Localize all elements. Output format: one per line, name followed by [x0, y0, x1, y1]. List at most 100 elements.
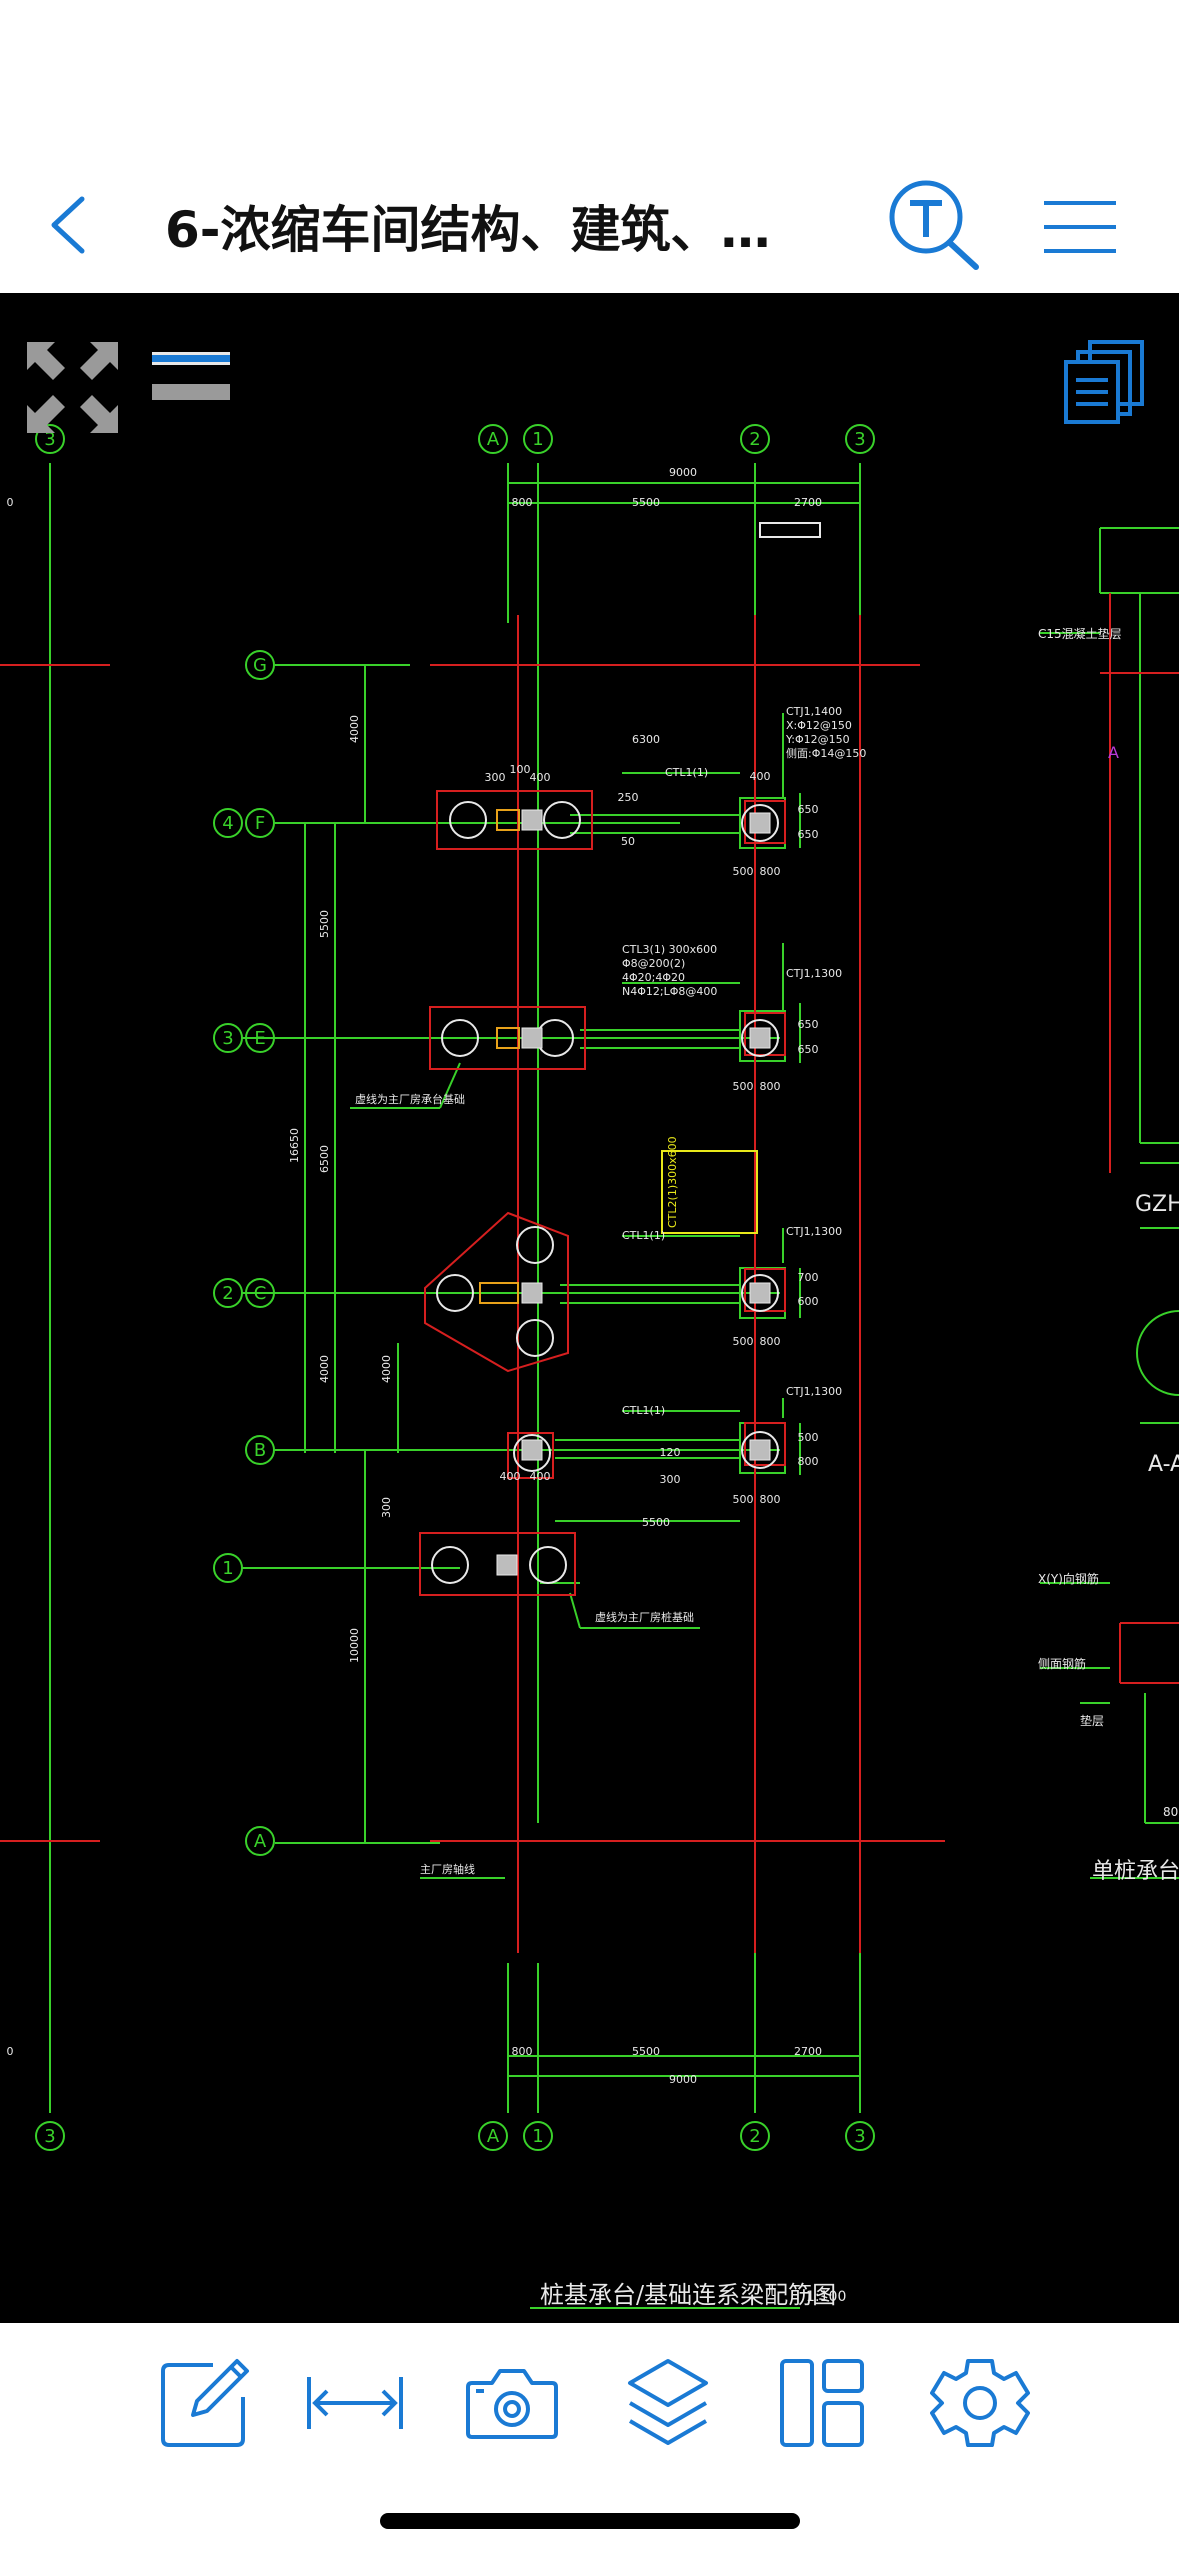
dim-800-b: 800 [760, 1080, 781, 1093]
dim-800-a: 800 [760, 865, 781, 878]
axis-row-g: G [253, 655, 267, 676]
text-search-icon [889, 180, 979, 270]
menu-button[interactable] [1040, 195, 1120, 260]
text-search-button[interactable] [880, 175, 990, 275]
drawing-canvas[interactable]: 3 A 1 2 3 G 4 F 3 E 2 C B 1 A 3 A 1 2 3 … [0, 293, 1179, 2323]
cap-x-rebar: X:Φ12@150 [786, 719, 852, 732]
dim-left-10000: 10000 [348, 1628, 361, 1663]
dim-bottom-total: 9000 [669, 2073, 697, 2086]
dim-500-a: 500 [733, 865, 754, 878]
dim-100: 100 [510, 763, 531, 776]
dim-top-2700: 2700 [794, 496, 822, 509]
dim-400-c: 400 [500, 1470, 521, 1483]
beam-ctl1-b: CTL1(1) [622, 1404, 665, 1417]
sheets-button[interactable] [1062, 338, 1147, 426]
dim-left-0-bottom: 0 [7, 2045, 14, 2058]
cap-ctj1-1300-e: CTJ1,1300 [786, 967, 842, 980]
dim-120: 120 [660, 1446, 681, 1459]
dim-left-4000-b: 4000 [318, 1355, 331, 1383]
beam-ctl2-label: CTL2(1)300x600 [666, 1136, 679, 1228]
axis-row-c: C [254, 1283, 267, 1304]
axis-col-1-top: 1 [532, 429, 543, 450]
dim-650-d: 650 [798, 1043, 819, 1056]
dim-bottom-800: 800 [512, 2045, 533, 2058]
markup-button[interactable] [155, 2353, 255, 2453]
layout-lines-icon [152, 352, 230, 400]
cap-ctj1-1300-c: CTJ1,1300 [786, 1225, 842, 1238]
back-button[interactable] [40, 185, 110, 265]
note-dashed-piles: 虚线为主厂房桩基础 [595, 1610, 694, 1624]
dim-600: 600 [798, 1295, 819, 1308]
dim-250: 250 [618, 791, 639, 804]
dim-300-b: 300 [660, 1473, 681, 1486]
top-bar: 6-浓缩车间结构、建筑、… [0, 0, 1179, 293]
cap-y-rebar: Y:Φ12@150 [785, 733, 850, 746]
dim-700: 700 [798, 1271, 819, 1284]
cad-drawing: 3 A 1 2 3 G 4 F 3 E 2 C B 1 A 3 A 1 2 3 … [0, 424, 1179, 2309]
dim-top-5500: 5500 [632, 496, 660, 509]
cap-ctj1-1400: CTJ1,1400 [786, 705, 842, 718]
axis-col-3-bottom-left: 3 [44, 2126, 55, 2147]
axis-col-3-top: 3 [854, 429, 865, 450]
dim-left-6500: 6500 [318, 1145, 331, 1173]
dim-left-4000-a: 4000 [348, 715, 361, 743]
detail-a-mark: A [1108, 743, 1119, 762]
dim-400-d: 400 [530, 1470, 551, 1483]
measure-button[interactable] [305, 2353, 405, 2453]
axis-col-2-bottom: 2 [749, 2126, 760, 2147]
dim-800-c: 800 [760, 1335, 781, 1348]
settings-button[interactable] [930, 2353, 1030, 2453]
expand-arrows-icon [27, 342, 118, 433]
axis-col-a-top: A [487, 429, 500, 450]
layers-button[interactable] [618, 2353, 718, 2453]
layout-toggle-button[interactable] [150, 348, 232, 403]
dim-400-a: 400 [530, 771, 551, 784]
camera-icon [466, 2369, 558, 2439]
detail-side-rebar: 侧面钢筋 [1038, 1656, 1086, 1671]
dim-650-c: 650 [798, 1018, 819, 1031]
detail-gzh-label: GZH [1135, 1192, 1179, 1217]
bottom-toolbar [0, 2323, 1179, 2556]
dim-650-a: 650 [798, 803, 819, 816]
beam-ctl3-side: N4Φ12;LΦ8@400 [622, 985, 717, 998]
dim-left-16650: 16650 [288, 1128, 301, 1163]
hamburger-menu-icon [1044, 201, 1116, 253]
dim-500-d: 500 [733, 1493, 754, 1506]
beam-ctl1-c: CTL1(1) [622, 1229, 665, 1242]
axis-row-2: 2 [222, 1283, 233, 1304]
axis-row-f: F [255, 813, 265, 834]
dim-800-d: 800 [760, 1493, 781, 1506]
dim-5500-mid: 5500 [642, 1516, 670, 1529]
dim-500-c: 500 [733, 1335, 754, 1348]
dim-top-total: 9000 [669, 466, 697, 479]
cap-side-rebar: 侧面:Φ14@150 [786, 747, 866, 760]
dim-300: 300 [485, 771, 506, 784]
dim-left-300: 300 [380, 1497, 393, 1518]
beam-ctl3-bars: 4Φ20;4Φ20 [622, 971, 685, 984]
axis-row-a: A [254, 1831, 267, 1852]
detail-c15-label: C15混凝土垫层 [1038, 626, 1122, 641]
axis-row-e: E [254, 1028, 265, 1049]
camera-button[interactable] [462, 2353, 562, 2453]
home-indicator [380, 2513, 800, 2529]
note-main-axis: 主厂房轴线 [420, 1862, 475, 1876]
detail-aa-label: A-A [1148, 1452, 1179, 1477]
beam-ctl3-stirrup: Φ8@200(2) [622, 957, 685, 970]
chevron-left-icon [51, 196, 85, 254]
axis-col-1-bottom: 1 [532, 2126, 543, 2147]
dim-500-b: 500 [733, 1080, 754, 1093]
axis-col-a-bottom: A [487, 2126, 500, 2147]
fullscreen-button[interactable] [25, 340, 120, 435]
detail-single-cap: 单桩承台钢筋 [1092, 1859, 1179, 1884]
drawing-caption: 桩基承台/基础连系梁配筋图 [540, 2281, 836, 2309]
dim-6300: 6300 [632, 733, 660, 746]
dim-left-0-top: 0 [7, 496, 14, 509]
panels-icon [780, 2359, 864, 2447]
dim-50: 50 [621, 835, 635, 848]
panels-button[interactable] [772, 2353, 872, 2453]
beam-ctl1-f: CTL1(1) [665, 766, 708, 779]
axis-col-2-top: 2 [749, 429, 760, 450]
note-dashed-caps: 虚线为主厂房承台基础 [355, 1092, 465, 1106]
axis-row-4: 4 [222, 813, 233, 834]
edit-note-icon [161, 2359, 249, 2447]
